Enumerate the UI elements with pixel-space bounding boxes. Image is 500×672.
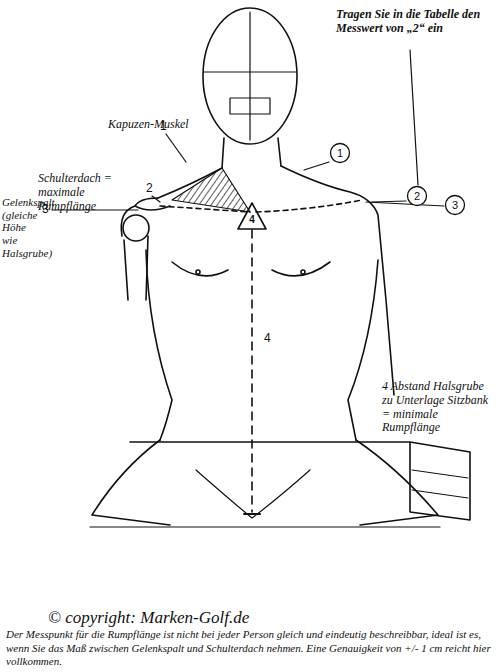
part-label: Gelenkspalt (gleiche Höhe wie Halsgrube) xyxy=(2,196,40,259)
callout-number: 1 xyxy=(329,142,351,164)
caption: Der Messpunkt für die Rumpflänge ist nic… xyxy=(6,628,492,668)
circled-number: 2 xyxy=(406,185,428,207)
callout-number: 1 xyxy=(160,120,172,134)
muscle-label: Kapuzen-Muskel xyxy=(108,118,208,132)
callout-number: 2 xyxy=(146,182,158,196)
copyright-watermark: © copyright: Marken-Golf.de xyxy=(48,608,348,628)
circled-number: 3 xyxy=(444,194,466,216)
part-label: Schulterdach = maximale Rumpflänge xyxy=(38,172,144,213)
circled-number: 1 xyxy=(329,142,351,164)
callout-number: 3 xyxy=(444,194,466,216)
callout-number: 2 xyxy=(406,185,428,207)
callout-number: 3 xyxy=(42,203,54,217)
callout-number: 4 xyxy=(246,214,258,226)
dimension-note: 4 Abstand Halsgrube zu Unterlage Sitzban… xyxy=(382,380,496,435)
callout-number: 4 xyxy=(264,332,278,346)
instruction-note: Tragen Sie in die Tabelle den Messwert v… xyxy=(336,8,496,36)
